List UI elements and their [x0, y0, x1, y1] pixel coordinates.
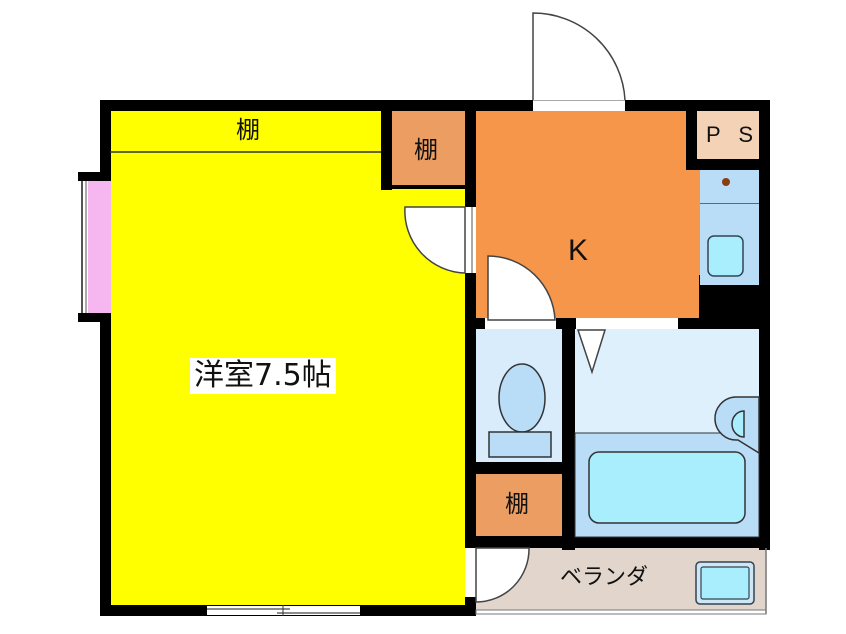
kitchen-shelf-label: 棚	[414, 136, 438, 164]
bath-door[interactable]	[576, 318, 678, 375]
western-room-label: 洋室7.5帖	[190, 358, 336, 394]
stove-icon	[722, 178, 730, 186]
kitchen-counter	[700, 170, 759, 285]
toilet-icon	[488, 363, 552, 458]
lower-shelf-label: 棚	[505, 490, 529, 518]
lower-shelf[interactable]	[474, 474, 565, 536]
bathtub-icon	[574, 396, 760, 538]
western-room[interactable]	[110, 110, 467, 605]
pipe-space	[697, 111, 759, 159]
toilet-door[interactable]	[485, 255, 556, 329]
room-door[interactable]	[404, 206, 476, 274]
veranda-door[interactable]	[465, 547, 530, 603]
entrance-door[interactable]	[532, 12, 626, 111]
sink-icon	[707, 235, 744, 277]
veranda-label: ベランダ	[560, 565, 649, 590]
kitchen-shelf[interactable]	[390, 110, 467, 188]
kitchen-label: K	[568, 234, 589, 267]
pipe-space-label: P S	[706, 122, 760, 147]
top-shelf-label: 棚	[236, 116, 260, 144]
window-bottom	[207, 605, 360, 616]
ac-unit-icon	[695, 561, 755, 605]
window-left	[88, 181, 111, 313]
